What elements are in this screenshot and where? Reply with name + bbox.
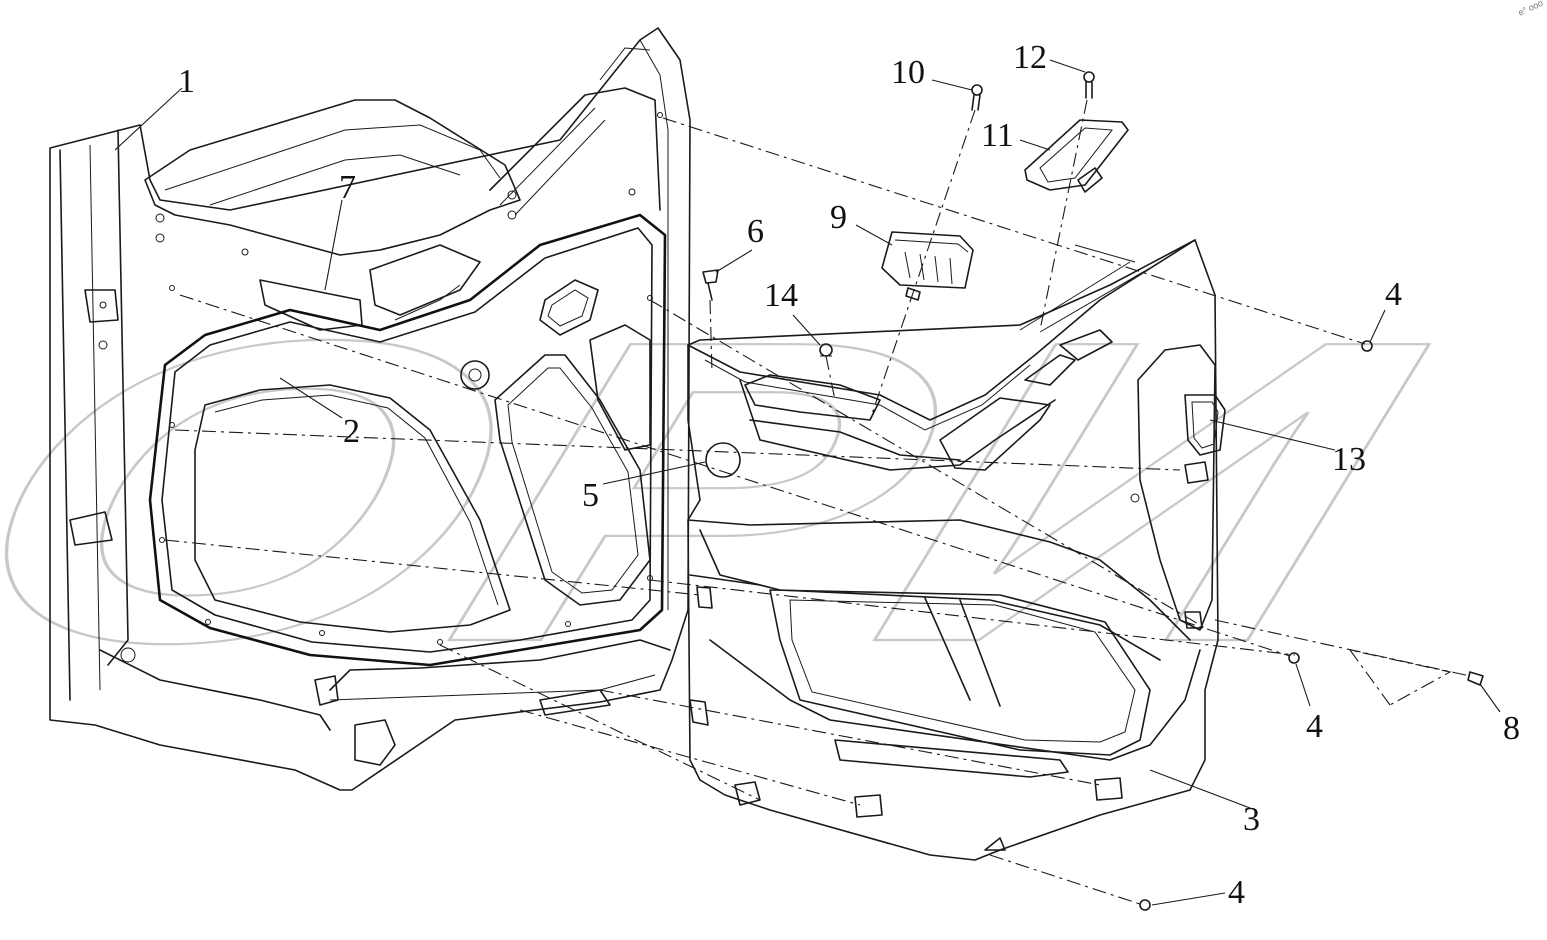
part-11-cup — [1024, 119, 1129, 193]
watermark: ОРИ — [0, 251, 1469, 733]
callout-labels: 1 2 3 4 4 4 5 6 7 8 9 10 11 12 13 14 — [178, 39, 1520, 911]
corner-mark: e° ooo — [1517, 0, 1545, 18]
callout-3: 3 — [1243, 801, 1260, 838]
callout-1: 1 — [178, 63, 195, 100]
callout-8: 8 — [1503, 710, 1520, 747]
callout-7: 7 — [339, 169, 356, 206]
callout-9: 9 — [830, 199, 847, 236]
callout-6: 6 — [747, 213, 764, 250]
callout-4-a: 4 — [1385, 276, 1402, 313]
leader-lines — [114, 59, 1501, 906]
callout-11: 11 — [981, 117, 1014, 154]
callout-2: 2 — [343, 413, 360, 450]
callout-12: 12 — [1013, 39, 1047, 76]
door-trim-panel — [687, 239, 1226, 861]
assembly-lines — [164, 99, 1471, 906]
watermark-text: ОРИ — [0, 252, 1468, 732]
callout-14: 14 — [764, 277, 798, 314]
door-inner-frame — [49, 27, 691, 791]
callout-13: 13 — [1332, 441, 1366, 478]
callout-5: 5 — [582, 477, 599, 514]
part-9-box — [881, 231, 974, 301]
callout-4-c: 4 — [1228, 874, 1245, 911]
callout-10: 10 — [891, 54, 925, 91]
callout-4-b: 4 — [1306, 708, 1323, 745]
fasteners — [702, 71, 1484, 911]
